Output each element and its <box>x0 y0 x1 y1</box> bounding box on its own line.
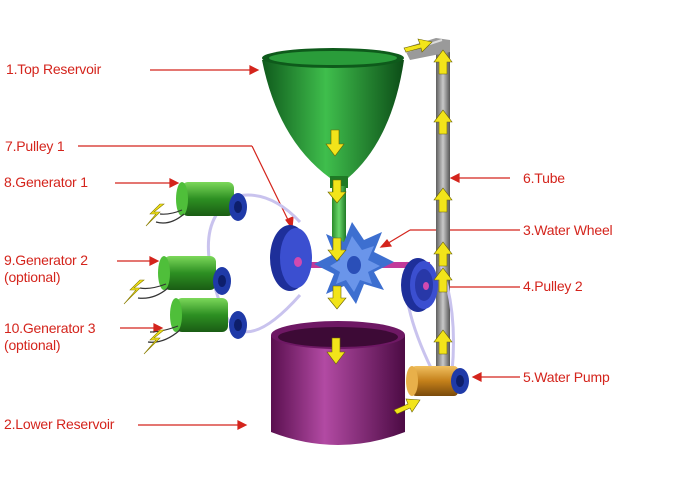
pointer-top-reservoir <box>150 65 260 75</box>
water-pump <box>406 366 469 396</box>
down-arrow-icon <box>327 179 347 204</box>
down-arrow-icon <box>326 337 346 365</box>
pointer-generator-1 <box>115 178 180 188</box>
label-generator-3-name: 10.Generator 3 <box>4 320 96 336</box>
right-arrow-icon <box>403 38 433 53</box>
down-arrow-icon <box>327 285 347 310</box>
spark-icon <box>145 203 165 227</box>
spark-icon <box>123 279 145 305</box>
up-arrow-icon <box>433 109 453 135</box>
right-arrow-icon <box>393 398 421 415</box>
pointer-water-pump <box>471 372 520 382</box>
generator-3 <box>170 298 247 339</box>
down-arrow-icon <box>325 129 345 157</box>
label-water-pump: 5.Water Pump <box>523 369 610 385</box>
pulley-2 <box>401 258 438 312</box>
up-arrow-icon <box>433 267 453 293</box>
top-reservoir <box>262 48 404 188</box>
label-tube: 6.Tube <box>523 170 565 186</box>
pulley-1 <box>270 225 312 291</box>
pointer-tube <box>449 173 510 183</box>
label-generator-3-note: (optional) <box>4 337 61 353</box>
label-lower-reservoir: 2.Lower Reservoir <box>4 416 115 432</box>
water-wheel <box>314 222 394 304</box>
pointer-lines <box>78 65 520 430</box>
spark-icon <box>143 329 165 355</box>
generator-2 <box>158 256 231 295</box>
up-arrow-icon <box>433 187 453 213</box>
pointer-generator-3 <box>120 323 164 333</box>
label-pulley-1: 7.Pulley 1 <box>5 138 65 154</box>
flow-arrows <box>325 38 453 415</box>
spark-icons <box>123 203 165 355</box>
pointer-generator-2 <box>117 256 160 266</box>
generator-1 <box>176 182 247 221</box>
label-generator-1: 8.Generator 1 <box>4 174 88 190</box>
pointer-water-wheel <box>379 229 520 248</box>
label-generator-2: 9.Generator 2 (optional) <box>4 252 88 286</box>
label-pulley-2: 4.Pulley 2 <box>523 278 583 294</box>
label-top-reservoir: 1.Top Reservoir <box>6 61 102 77</box>
label-generator-3: 10.Generator 3 (optional) <box>4 320 96 354</box>
up-arrow-icon <box>433 329 453 355</box>
down-arrow-icon <box>327 237 347 262</box>
label-generator-2-name: 9.Generator 2 <box>4 252 88 268</box>
up-arrow-icon <box>433 49 453 75</box>
lower-reservoir <box>271 321 405 445</box>
pointer-lower-reservoir <box>138 420 248 430</box>
up-arrow-icon <box>433 241 453 267</box>
label-water-wheel: 3.Water Wheel <box>523 222 613 238</box>
pointer-pulley-1 <box>78 145 294 230</box>
label-generator-2-note: (optional) <box>4 269 61 285</box>
